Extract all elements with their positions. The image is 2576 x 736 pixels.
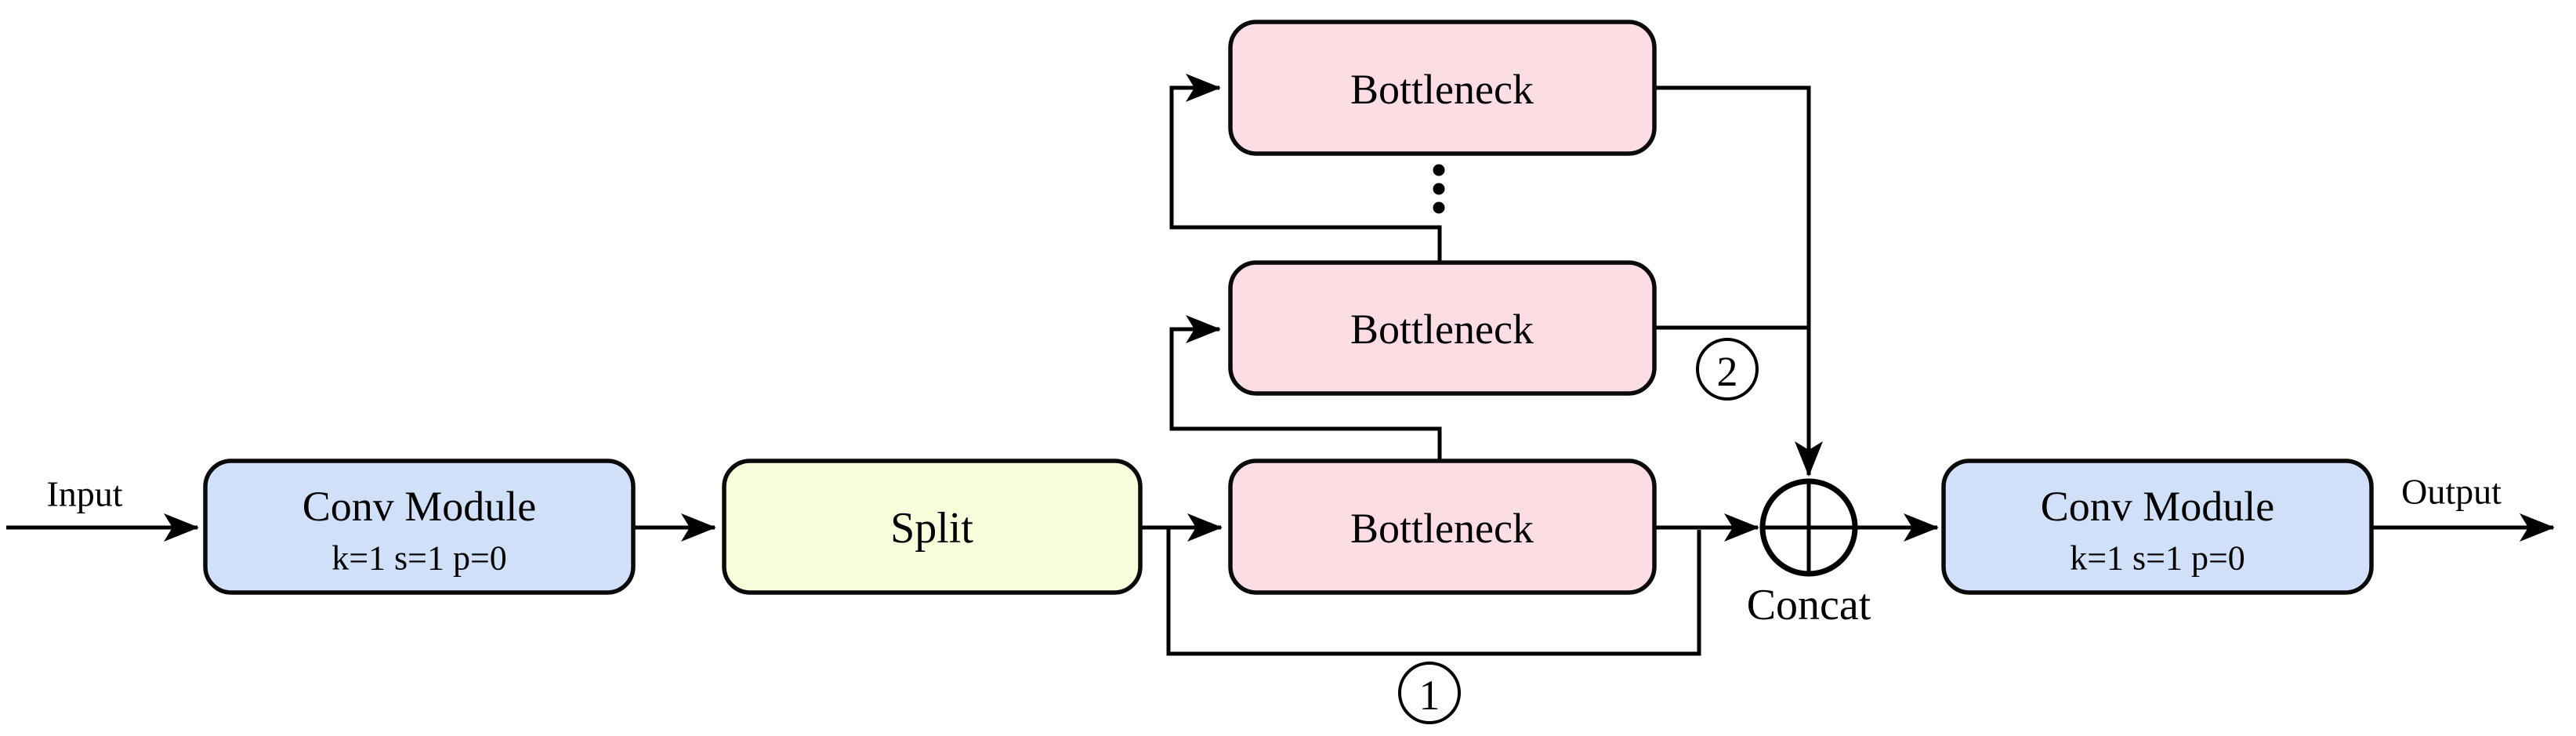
- branch-1-badge: 1: [1398, 662, 1461, 724]
- edge-top-bottleneck-to-concat: [1654, 85, 1823, 477]
- repeat-ellipsis-icon: [1433, 164, 1445, 214]
- branch-1-circle-icon: [1398, 662, 1461, 724]
- conv-module-in-box: [203, 459, 636, 595]
- bottleneck-top-label: Bottleneck: [1350, 66, 1534, 113]
- ellipsis-dot: [1433, 164, 1445, 176]
- conv-module-in-params: k=1 s=1 p=0: [332, 539, 507, 578]
- bottleneck-middle-box: [1228, 260, 1657, 396]
- input-label: Input: [46, 474, 122, 514]
- bottleneck-middle-label: Bottleneck: [1350, 306, 1534, 353]
- output-label: Output: [2401, 472, 2502, 512]
- node-bottleneck-top: Bottleneck: [1228, 20, 1657, 156]
- branch-1-number: 1: [1419, 672, 1440, 719]
- branch-2-circle-icon: [1696, 338, 1759, 401]
- conv-module-out-params: k=1 s=1 p=0: [2070, 539, 2245, 578]
- edges: [6, 74, 2555, 656]
- conv-module-in-title: Conv Module: [303, 483, 537, 530]
- node-conv-module-in: Conv Module k=1 s=1 p=0: [203, 459, 636, 595]
- split-box: [722, 459, 1143, 595]
- concat-operator: Concat: [1747, 478, 1871, 629]
- ellipsis-dot: [1433, 201, 1445, 214]
- split-label: Split: [890, 504, 973, 553]
- bottleneck-bottom-label: Bottleneck: [1350, 505, 1534, 552]
- conv-module-out-box: [1941, 459, 2374, 595]
- ellipsis-dot: [1433, 183, 1445, 195]
- concat-label: Concat: [1747, 581, 1871, 629]
- bottleneck-top-box: [1228, 20, 1657, 156]
- branch-2-number: 2: [1717, 348, 1738, 395]
- bottleneck-bottom-box: [1228, 459, 1657, 595]
- edge-chain-bottom-to-middle: [1169, 315, 1442, 461]
- node-conv-module-out: Conv Module k=1 s=1 p=0: [1941, 459, 2374, 595]
- node-bottleneck-middle: Bottleneck: [1228, 260, 1657, 396]
- edge-skip-connection: [1166, 528, 1701, 656]
- conv-module-out-title: Conv Module: [2041, 483, 2275, 530]
- branch-2-badge: 2: [1696, 338, 1759, 401]
- node-bottleneck-bottom: Bottleneck: [1228, 459, 1657, 595]
- node-split: Split: [722, 459, 1143, 595]
- edge-chain-middle-to-top: [1169, 74, 1442, 263]
